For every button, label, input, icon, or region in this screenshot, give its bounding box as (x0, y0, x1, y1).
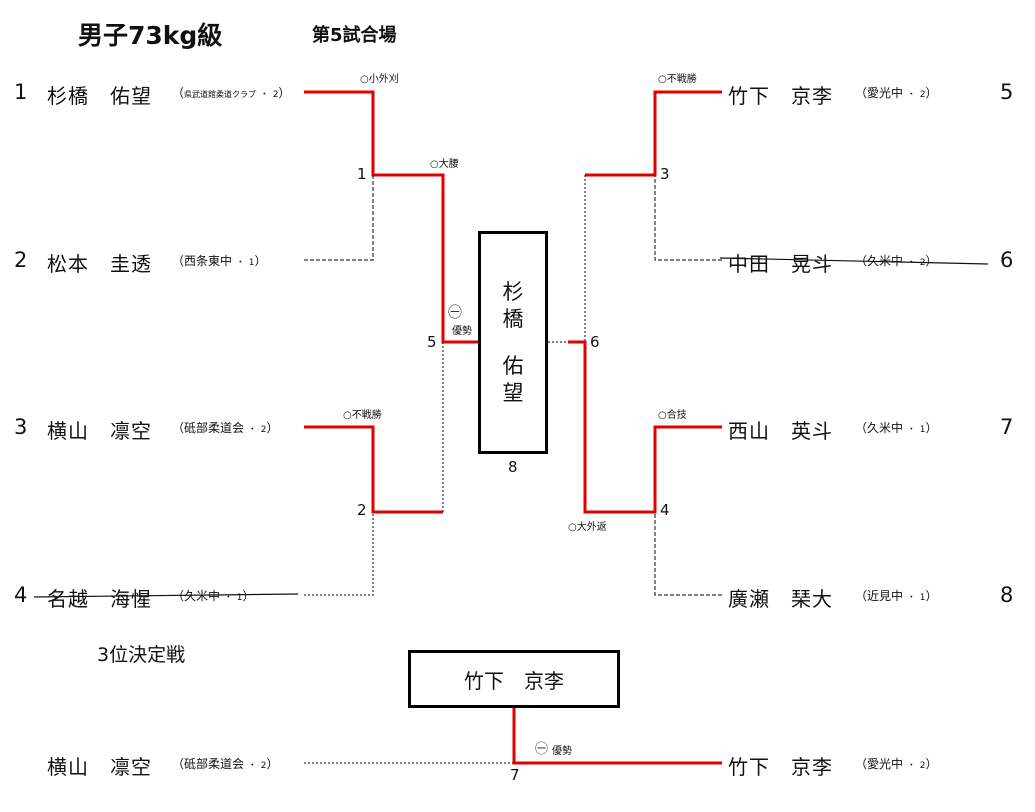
line-p1-win (304, 90, 478, 344)
match-7-result: 優勢 (552, 746, 572, 757)
player-aff-4: （久米中 ・ 1） (172, 589, 255, 603)
player-aff-3: （砥部柔道会 ・ 2） (172, 421, 279, 435)
match-1-result: ○小外刈 (360, 74, 399, 85)
line-p5-win (585, 90, 722, 177)
match-5-number: 5 (427, 333, 437, 351)
seed-6: 6 (1000, 248, 1014, 272)
player-name-6: 中田 晃斗 (728, 252, 833, 276)
match-4-result: ○合技 (658, 410, 687, 421)
line-p2-loss (304, 175, 374, 261)
match-4-number: 4 (660, 501, 670, 519)
page-title: 男子73kg級 (78, 21, 223, 50)
third-left-name: 横山 凛空 (47, 755, 152, 779)
player-aff-8: （近見中 ・ 1） (855, 589, 938, 603)
champion-char-3: 佑 (502, 353, 524, 378)
champion-char-2: 橋 (502, 306, 524, 331)
strike-p4 (33, 593, 299, 598)
match-5-result: 優勢 (452, 326, 472, 337)
third-place-winner-box: 竹下 京李 (408, 650, 620, 708)
line-3rd-win (512, 708, 722, 765)
match-3-number: 3 (660, 165, 670, 183)
seed-5: 5 (1000, 80, 1014, 104)
match-3-result: ○不戦勝 (658, 74, 697, 85)
player-name-3: 横山 凛空 (47, 419, 152, 443)
player-name-8: 廣瀬 琹大 (728, 587, 833, 611)
match-6-number: 6 (590, 333, 600, 351)
seed-8: 8 (1000, 583, 1014, 607)
match-final-number: 8 (508, 458, 518, 476)
strike-p6 (719, 257, 989, 265)
third-right-name: 竹下 京李 (728, 755, 833, 779)
player-name-4: 名越 海惺 (47, 587, 152, 611)
line-p4-loss (304, 512, 374, 596)
player-aff-1: （県武道館柔道クラブ ・ 2） (172, 86, 291, 100)
match-5-semi-result: ○大腰 (430, 159, 459, 170)
player-aff-2: （西条東中 ・ 1） (172, 254, 267, 268)
champion-box: 杉 橋 佑 望 (478, 231, 548, 454)
third-right-aff: （愛光中 ・ 2） (855, 757, 938, 771)
seed-4: 4 (14, 583, 28, 607)
third-left-aff: （砥部柔道会 ・ 2） (172, 757, 279, 771)
player-aff-5: （愛光中 ・ 2） (855, 86, 938, 100)
match-2-result: ○不戦勝 (343, 410, 382, 421)
player-name-7: 西山 英斗 (728, 419, 833, 443)
player-aff-6: （久米中 ・ 2） (855, 254, 938, 268)
match-7-number: 7 (510, 766, 520, 784)
player-aff-7: （久米中 ・ 1） (855, 421, 938, 435)
venue-label: 第5試合場 (312, 25, 397, 46)
player-name-1: 杉橋 佑望 (47, 84, 152, 108)
third-place-winner: 竹下 京李 (464, 668, 564, 693)
champion-char-1: 杉 (502, 279, 524, 304)
match-6-result: ○大外返 (568, 522, 607, 533)
seed-7: 7 (1000, 415, 1014, 439)
match-2-number: 2 (357, 501, 367, 519)
line-p6-loss (654, 175, 722, 261)
third-place-label: 3位決定戦 (97, 644, 186, 666)
match-7-win-symbol: ㊀ (535, 742, 549, 757)
player-name-5: 竹下 京李 (728, 84, 833, 108)
match-1-number: 1 (357, 165, 367, 183)
champion-char-4: 望 (502, 380, 524, 405)
line-p8-loss (654, 512, 722, 596)
seed-2: 2 (14, 248, 28, 272)
seed-3: 3 (14, 415, 28, 439)
seed-1: 1 (14, 80, 28, 104)
line-p3-win (304, 425, 443, 514)
match-5-win-symbol: ㊀ (448, 305, 462, 321)
line-p7-win (568, 340, 722, 514)
player-name-2: 松本 圭透 (47, 252, 152, 276)
